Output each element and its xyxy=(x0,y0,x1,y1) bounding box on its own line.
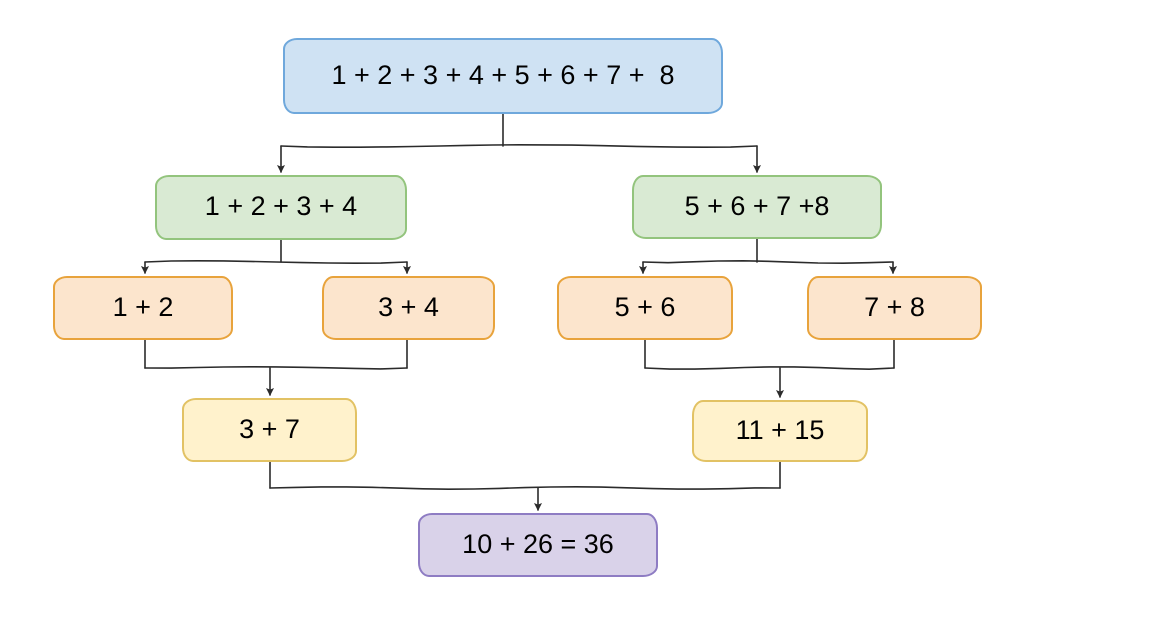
node-pair-7-8: 7 + 8 xyxy=(807,276,982,340)
node-sum-1-8-label: 1 + 2 + 3 + 4 + 5 + 6 + 7 + 8 xyxy=(331,59,675,90)
node-pair-5-6: 5 + 6 xyxy=(557,276,733,340)
node-total: 10 + 26 = 36 xyxy=(418,513,658,577)
node-sum-1-8: 1 + 2 + 3 + 4 + 5 + 6 + 7 + 8 xyxy=(283,38,723,114)
node-sum-11-15: 11 + 15 xyxy=(692,400,868,462)
node-sum-5-8: 5 + 6 + 7 +8 xyxy=(632,175,882,239)
node-pair-3-4-label: 3 + 4 xyxy=(378,291,439,322)
node-sum-3-7: 3 + 7 xyxy=(182,398,357,462)
node-total-label: 10 + 26 = 36 xyxy=(462,528,614,559)
node-pair-3-4: 3 + 4 xyxy=(322,276,495,340)
node-sum-1-4-label: 1 + 2 + 3 + 4 xyxy=(204,191,358,221)
node-pair-5-6-label: 5 + 6 xyxy=(614,291,676,322)
node-sum-11-15-label: 11 + 15 xyxy=(735,414,825,445)
node-sum-5-8-label: 5 + 6 + 7 +8 xyxy=(684,190,830,221)
node-pair-1-2-label: 1 + 2 xyxy=(112,291,174,322)
node-sum-1-4: 1 + 2 + 3 + 4 xyxy=(155,175,407,240)
node-sum-3-7-label: 3 + 7 xyxy=(239,413,300,444)
node-pair-7-8-label: 7 + 8 xyxy=(864,291,925,322)
node-pair-1-2: 1 + 2 xyxy=(53,276,233,340)
